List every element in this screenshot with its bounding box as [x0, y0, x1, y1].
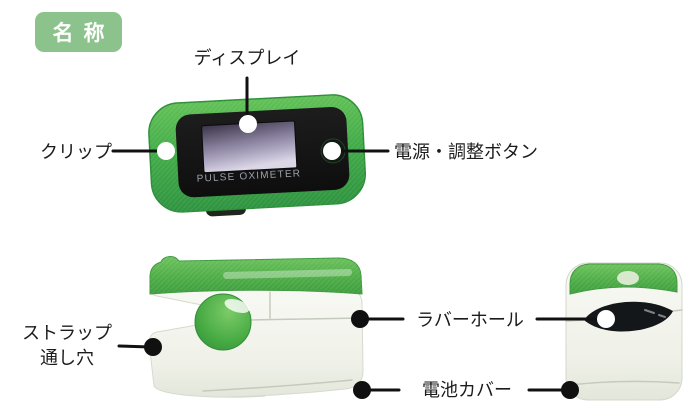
label-battery-cover: 電池カバー [422, 380, 512, 400]
front-cap-notch [617, 271, 639, 285]
battery-cover-seam-front [568, 380, 680, 386]
callout-dot-strap [144, 338, 162, 356]
hinge-knob-highlight [224, 299, 250, 313]
section-title-badge: 名称 [35, 12, 122, 52]
label-clip: クリップ [40, 142, 112, 162]
battery-cover-seam-side [202, 379, 353, 392]
callout-dot-battery-side [353, 381, 371, 399]
callout-dot-battery-front [561, 381, 579, 399]
callout-dot-rubber-side [351, 310, 369, 328]
callout-dot-power [323, 142, 341, 160]
side-cap-texture [150, 256, 362, 294]
oximeter-front-view [565, 262, 683, 401]
label-power-button: 電源・調整ボタン [394, 142, 538, 162]
oximeter-side-view [148, 256, 364, 398]
callout-dots [144, 115, 615, 399]
label-display: ディスプレイ [193, 48, 301, 68]
rubber-hole-reflection [644, 309, 666, 318]
callout-dot-rubber-front [597, 310, 615, 328]
side-cap-highlight [223, 269, 352, 279]
callout-dot-clip [157, 142, 175, 160]
side-body [148, 287, 364, 398]
callout-dot-display [239, 115, 257, 133]
label-rubber-hole: ラバーホール [416, 310, 524, 330]
clip-opening-seam [249, 317, 363, 321]
label-strap-hole: ストラップ 通し穴 [22, 323, 112, 368]
front-seam-right [672, 309, 683, 312]
